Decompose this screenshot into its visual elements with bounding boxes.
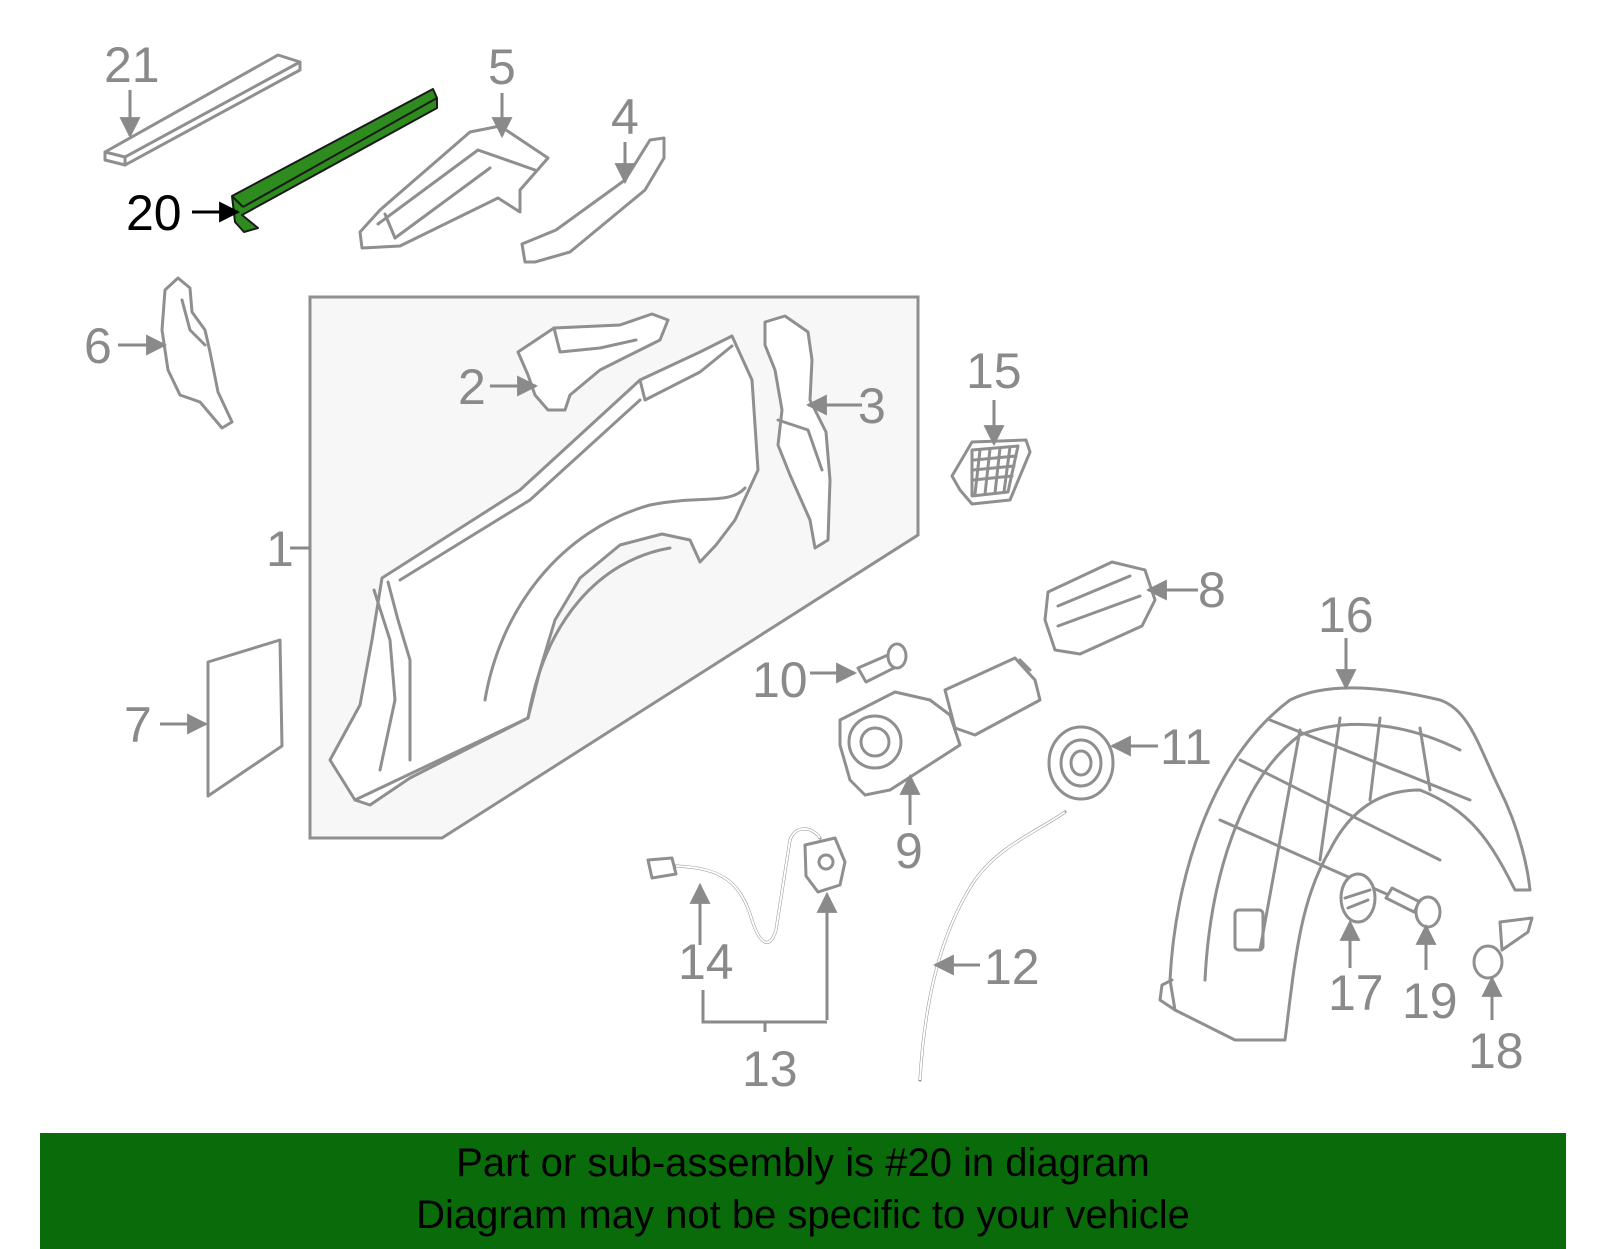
part-19-screw xyxy=(1384,886,1442,929)
part-14-harness xyxy=(646,827,822,944)
callout-19: 19 xyxy=(1402,973,1458,1029)
part-5-bracket xyxy=(358,124,550,250)
callout-9: 9 xyxy=(895,823,923,879)
callout-10: 10 xyxy=(752,652,808,708)
callout-17: 17 xyxy=(1328,965,1384,1021)
callout-16: 16 xyxy=(1318,587,1374,643)
callout-12: 12 xyxy=(984,939,1040,995)
callout-6: 6 xyxy=(84,318,112,374)
part-18-screw xyxy=(1472,916,1534,980)
callout-labels: 21 20 5 4 6 2 3 15 1 8 16 10 7 11 9 12 1… xyxy=(84,37,1524,1097)
part-11-seal xyxy=(1047,725,1115,801)
quarter-panel xyxy=(328,334,760,807)
part-12-cable xyxy=(918,810,1067,1082)
callout-5: 5 xyxy=(488,39,516,95)
part-15-vent-grille xyxy=(950,438,1032,506)
callout-21: 21 xyxy=(104,37,160,93)
part-7-panel xyxy=(206,638,284,798)
part-2-bracket xyxy=(516,312,670,412)
banner-line-1: Part or sub-assembly is #20 in diagram xyxy=(456,1141,1150,1185)
part-16-liner xyxy=(1158,686,1532,1042)
part-9-filler-housing xyxy=(838,656,1042,797)
part-4-trim xyxy=(520,136,666,264)
part-10-bolt xyxy=(856,642,908,684)
callout-3: 3 xyxy=(858,378,886,434)
part-21-rail xyxy=(103,53,302,167)
leader-lines xyxy=(118,90,1503,1032)
banner-line-2: Diagram may not be specific to your vehi… xyxy=(416,1193,1190,1237)
callout-8: 8 xyxy=(1198,562,1226,618)
callout-1: 1 xyxy=(266,521,294,577)
callout-15: 15 xyxy=(966,343,1022,399)
info-banner: Part or sub-assembly is #20 in diagram D… xyxy=(40,1133,1566,1249)
part-6-bracket xyxy=(160,276,234,430)
callout-13: 13 xyxy=(742,1041,798,1097)
part-13-actuator xyxy=(803,836,847,894)
callout-4: 4 xyxy=(611,89,639,145)
part-20-highlighted-strip xyxy=(231,88,438,233)
part-17-clip xyxy=(1339,872,1377,924)
callout-7: 7 xyxy=(124,697,152,753)
part-3-bracket xyxy=(763,314,832,550)
callout-11: 11 xyxy=(1160,719,1212,775)
callout-14: 14 xyxy=(678,934,734,990)
callout-18: 18 xyxy=(1468,1023,1524,1079)
callout-2: 2 xyxy=(458,359,486,415)
part-8-fuel-door xyxy=(1043,560,1157,656)
callout-20: 20 xyxy=(126,185,182,241)
